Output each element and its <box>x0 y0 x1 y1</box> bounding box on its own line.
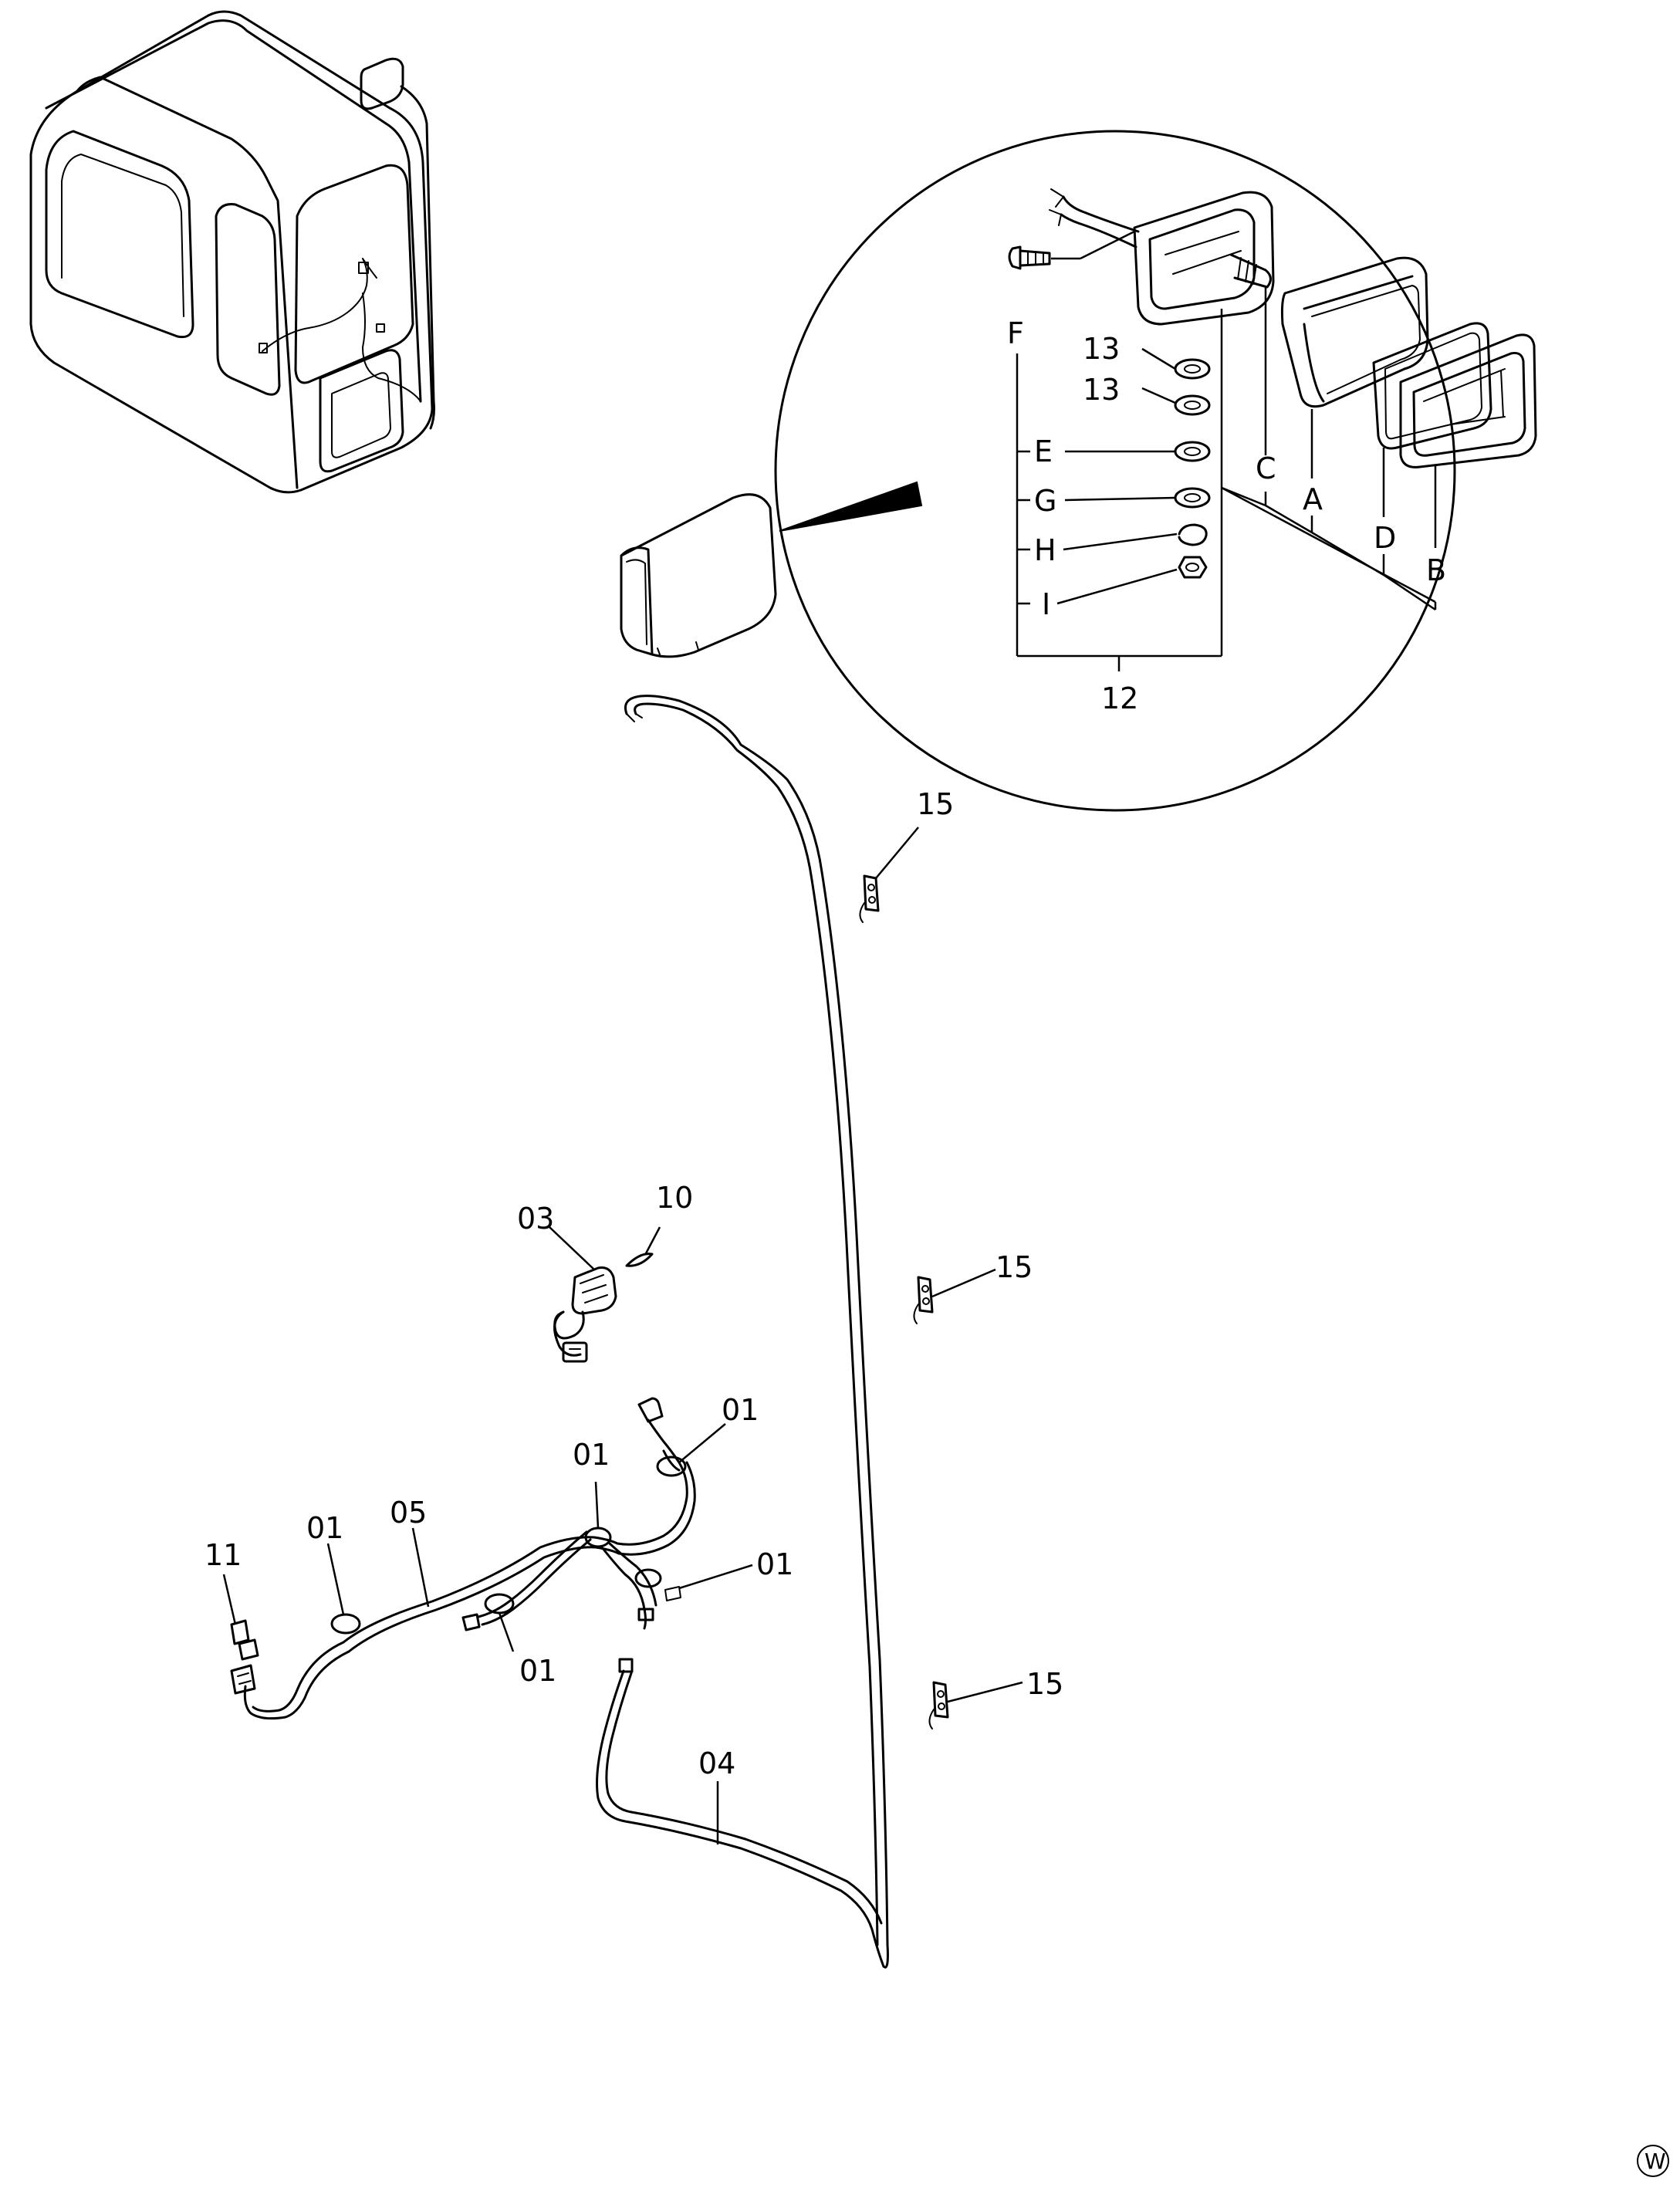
cab-overview-illustration <box>29 10 435 494</box>
callout-04: 04 <box>698 1746 735 1780</box>
lamp-lens-part <box>1280 256 1429 408</box>
callout-h: H <box>1034 533 1056 567</box>
callout-15-upper: 15 <box>917 787 954 821</box>
gasket-part <box>1372 322 1492 450</box>
callout-01-top-middle: 01 <box>573 1438 610 1472</box>
callout-c: C <box>1256 451 1276 485</box>
callout-15-middle: 15 <box>995 1250 1033 1284</box>
corner-mark-letter: W <box>1645 2149 1666 2174</box>
cable-clip-upper <box>859 874 880 923</box>
callout-i: I <box>1042 587 1050 621</box>
callout-labels: F 13 13 E G H I 12 C A D B 15 15 15 03 1… <box>205 316 1446 1780</box>
main-harness-cable <box>624 695 889 1969</box>
callout-01-left: 01 <box>306 1511 343 1545</box>
bolt-part <box>1008 230 1135 270</box>
callout-d: D <box>1374 521 1396 555</box>
work-lamp-illustration <box>620 493 777 658</box>
switch-part <box>553 1266 617 1363</box>
label-plate-part <box>625 1253 654 1267</box>
callout-a: A <box>1303 482 1323 516</box>
callout-13-upper: 13 <box>1083 332 1120 366</box>
callout-01-top-right: 01 <box>722 1393 759 1427</box>
corner-mark-w: W <box>1637 2145 1669 2177</box>
callout-15-lower: 15 <box>1026 1667 1063 1701</box>
cable-clip-lower <box>928 1681 949 1729</box>
callout-13-lower: 13 <box>1083 373 1120 407</box>
washer-stack <box>1174 358 1211 579</box>
kit-bracket <box>1016 287 1437 671</box>
cable-clip-middle <box>913 1276 934 1324</box>
detail-magnifier <box>774 130 1456 812</box>
callout-f: F <box>1007 316 1024 350</box>
callout-e: E <box>1034 434 1053 468</box>
callout-11: 11 <box>205 1538 242 1572</box>
callout-leaders <box>222 827 1023 1844</box>
callout-01-bottom: 01 <box>519 1654 556 1688</box>
callout-05: 05 <box>390 1496 427 1530</box>
harness-04 <box>596 1658 885 1968</box>
callout-g: G <box>1034 484 1056 518</box>
callout-b: B <box>1426 553 1446 587</box>
callout-12: 12 <box>1101 681 1138 715</box>
sub-harness-05 <box>230 1397 696 1720</box>
callout-10: 10 <box>656 1181 693 1215</box>
lamp-frame-part <box>1399 333 1537 468</box>
callout-03: 03 <box>517 1202 554 1236</box>
callout-01-right: 01 <box>756 1547 793 1581</box>
